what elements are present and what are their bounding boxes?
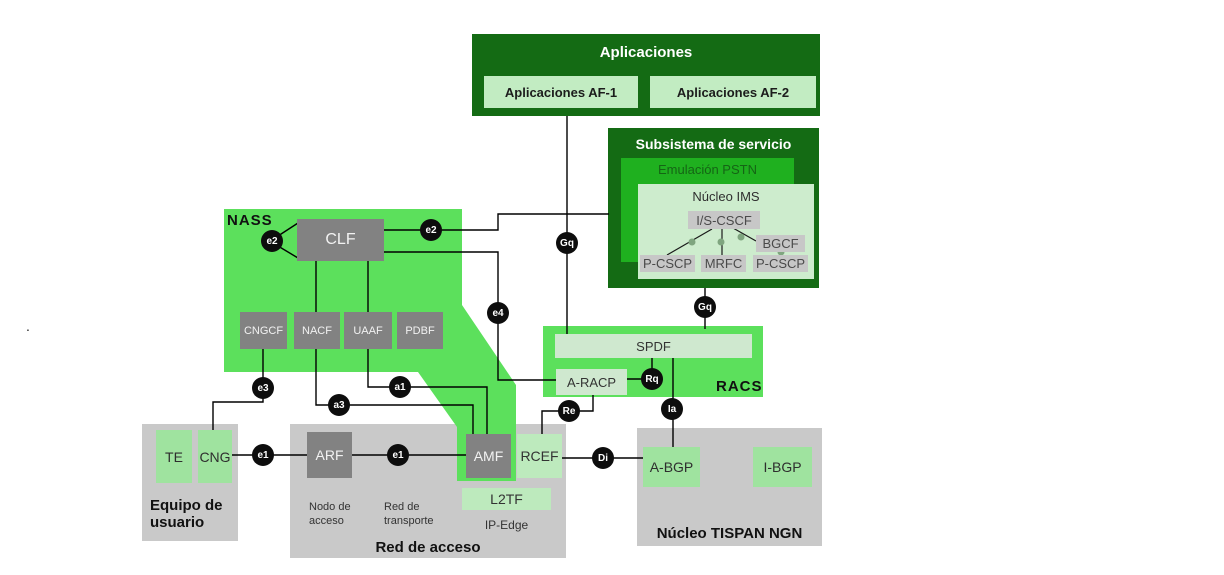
interface-re: Re [558,400,580,422]
interface-a1: a1 [389,376,411,398]
interface-e1-right: e1 [387,444,409,466]
node-aplicaciones-af1: Aplicaciones AF-1 [484,76,638,108]
interface-e2-left: e2 [261,230,283,252]
node-p-cscp-left: P-CSCP [640,255,695,272]
node-cngcf: CNGCF [240,312,287,349]
stray-dot: . [26,318,30,334]
node-is-cscf: I/S-CSCF [688,211,760,229]
node-i-bgp: I-BGP [753,447,812,487]
nodo-acceso-label: Nodo de acceso [309,501,351,527]
interface-gq-right: Gq [694,296,716,318]
node-cng: CNG [198,430,232,483]
interface-e3: e3 [252,377,274,399]
nucleo-tispan-title: Núcleo TISPAN NGN [656,525,803,542]
node-bgcf: BGCF [756,235,805,252]
red-acceso-title: Red de acceso [375,539,481,556]
interface-rq: Rq [641,368,663,390]
node-mrfc: MRFC [701,255,746,272]
node-a-racp: A-RACP [556,369,627,395]
line-e2left-clf-bottom [277,245,299,259]
node-pdbf: PDBF [397,312,443,349]
node-nacf: NACF [294,312,340,349]
subsistema-title: Subsistema de servicio [635,136,792,152]
interface-a3: a3 [328,394,350,416]
racs-label: RACS [716,378,763,395]
interface-gq-top: Gq [556,232,578,254]
node-aplicaciones-af2: Aplicaciones AF-2 [650,76,816,108]
nass-label: NASS [227,212,273,229]
node-arf: ARF [307,432,352,478]
node-uaaf: UAAF [344,312,392,349]
nucleo-ims-label: Núcleo IMS [692,189,760,204]
red-transporte-label: Red de transporte [384,501,434,527]
aplicaciones-title: Aplicaciones [599,44,693,61]
ip-edge-label: IP-Edge [484,518,529,532]
node-amf: AMF [466,434,511,478]
equipo-usuario-title: Equipo de usuario [150,497,223,531]
interface-ia: Ia [661,398,683,420]
line-clf-subsistema [384,213,609,231]
interface-e4: e4 [487,302,509,324]
node-p-cscp-right: P-CSCP [753,255,808,272]
node-spdf: SPDF [555,334,752,358]
emulacion-pstn-label: Emulación PSTN [658,162,757,177]
node-te: TE [156,430,192,483]
interface-e2-right: e2 [420,219,442,241]
interface-e1-left: e1 [252,444,274,466]
node-a-bgp: A-BGP [643,447,700,487]
interface-di: Di [592,447,614,469]
node-clf: CLF [297,219,384,261]
node-rcef: RCEF [517,434,562,478]
node-l2tf: L2TF [462,488,551,510]
line-uaaf-amf [367,349,488,435]
